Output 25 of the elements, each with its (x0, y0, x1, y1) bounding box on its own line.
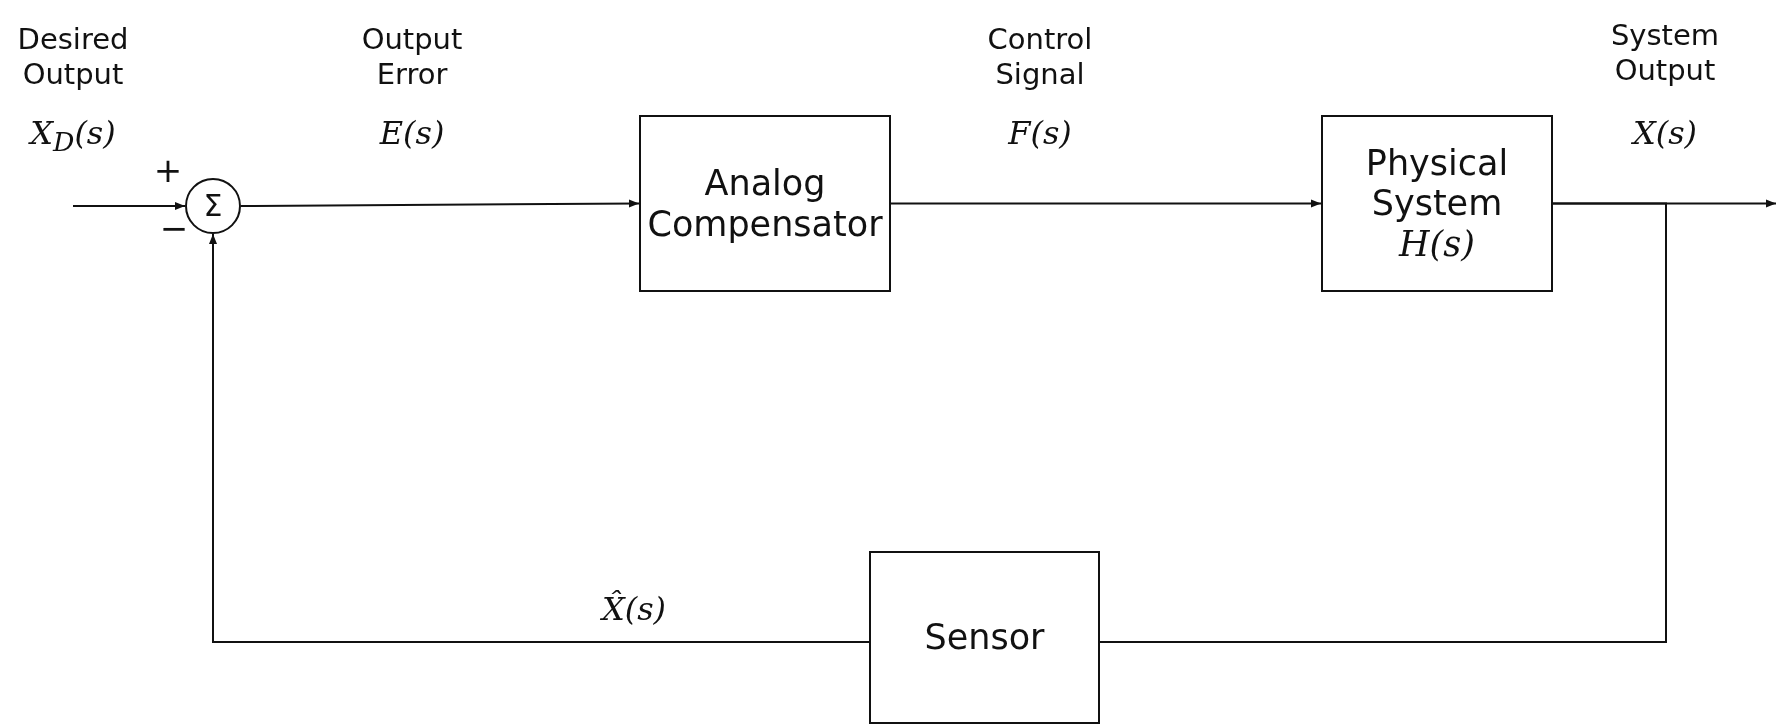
minus-sign: − (159, 208, 189, 249)
transfer-function: H(s) (1399, 223, 1475, 264)
process-box (639, 115, 891, 292)
plus-sign: + (153, 150, 183, 191)
math-symbol: E(s) (379, 114, 445, 153)
signal-line (1099, 202, 1667, 643)
math-symbol: F(s) (1008, 114, 1072, 153)
signal-name: Desired Output (16, 22, 130, 92)
arrow (72, 202, 186, 210)
sigma-symbol: Σ (203, 188, 223, 224)
arrow (209, 233, 870, 643)
signal-name: Output Error (360, 22, 464, 92)
process-box (869, 551, 1100, 724)
arrow (890, 199, 1322, 208)
process-box (1321, 115, 1553, 292)
math-symbol: X$_{D}$(s) (30, 114, 116, 159)
arrow (240, 199, 640, 208)
block-label: Sensor (924, 617, 1045, 658)
block-label: Analog Compensator (646, 163, 884, 244)
signal-name: Control Signal (986, 22, 1094, 92)
math-symbol: X(s) (1632, 114, 1698, 153)
summing-junction (185, 178, 241, 234)
block-label: Physical System (1364, 143, 1510, 224)
signal-name: System Output (1609, 18, 1721, 88)
math-symbol: X̂(s) (601, 590, 667, 629)
